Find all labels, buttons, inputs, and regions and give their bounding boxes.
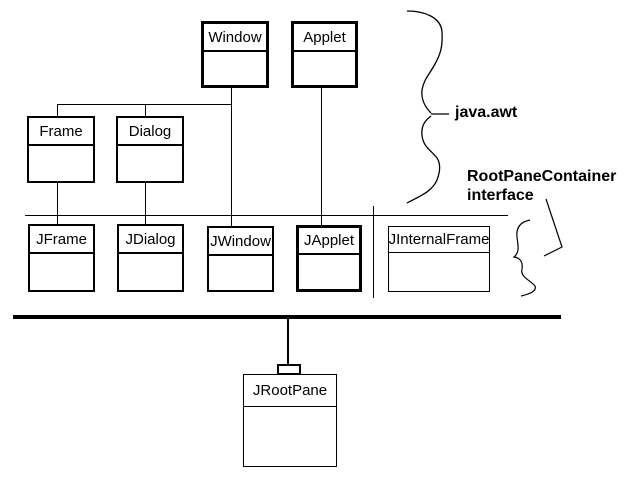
class-box-applet: Applet (291, 21, 358, 88)
class-box-window: Window (201, 21, 269, 88)
class-name-dialog: Dialog (118, 118, 182, 146)
class-name-jrootpane: JRootPane (244, 375, 336, 407)
separator-thick-line (13, 315, 561, 319)
awt-brace-lower (406, 115, 441, 204)
class-body (389, 253, 489, 291)
class-body (299, 255, 359, 289)
separator-thin-line (25, 215, 508, 216)
class-box-jdialog: JDialog (117, 224, 184, 292)
class-box-jrootpane: JRootPane (243, 374, 337, 467)
divider-vertical-line (373, 206, 374, 298)
class-body (29, 146, 93, 181)
class-box-japplet: JApplet (296, 225, 362, 292)
class-name-jwindow: JWindow (209, 228, 272, 256)
class-box-frame: Frame (27, 116, 95, 183)
class-name-window: Window (204, 24, 266, 52)
class-body (209, 256, 272, 290)
class-body (118, 146, 182, 181)
pointer-line (543, 198, 563, 257)
class-name-jframe: JFrame (30, 226, 93, 254)
interface-label-line1: RootPaneContainer (467, 168, 617, 185)
connector-applet-japplet (321, 88, 322, 225)
class-box-dialog: Dialog (116, 116, 184, 183)
connector-window-down (231, 88, 232, 226)
awt-brace (406, 10, 443, 114)
connector-bus-horizontal (57, 104, 232, 105)
class-name-jdialog: JDialog (119, 226, 182, 254)
class-name-japplet: JApplet (299, 228, 359, 255)
connector-dialog-jdialog (145, 183, 146, 225)
rootpane-brace (512, 219, 536, 297)
class-name-applet: Applet (294, 24, 355, 52)
connector-frame-jframe (57, 183, 58, 225)
interface-label-line2: interface (467, 187, 534, 204)
class-body (244, 407, 336, 466)
connector-dialog-top (145, 104, 146, 117)
class-body (294, 52, 355, 85)
connector-frame-top (57, 104, 58, 117)
package-label: java.awt (455, 104, 518, 121)
class-body (119, 254, 182, 290)
class-body (204, 52, 266, 85)
class-name-jinternalframe: JInternalFrame (389, 227, 489, 253)
class-box-jframe: JFrame (28, 224, 95, 292)
class-box-jinternalframe: JInternalFrame (388, 226, 490, 292)
class-body (30, 254, 93, 290)
connector-jrootpane-stem (287, 319, 289, 365)
class-name-frame: Frame (29, 118, 93, 146)
class-box-jwindow: JWindow (207, 226, 274, 292)
